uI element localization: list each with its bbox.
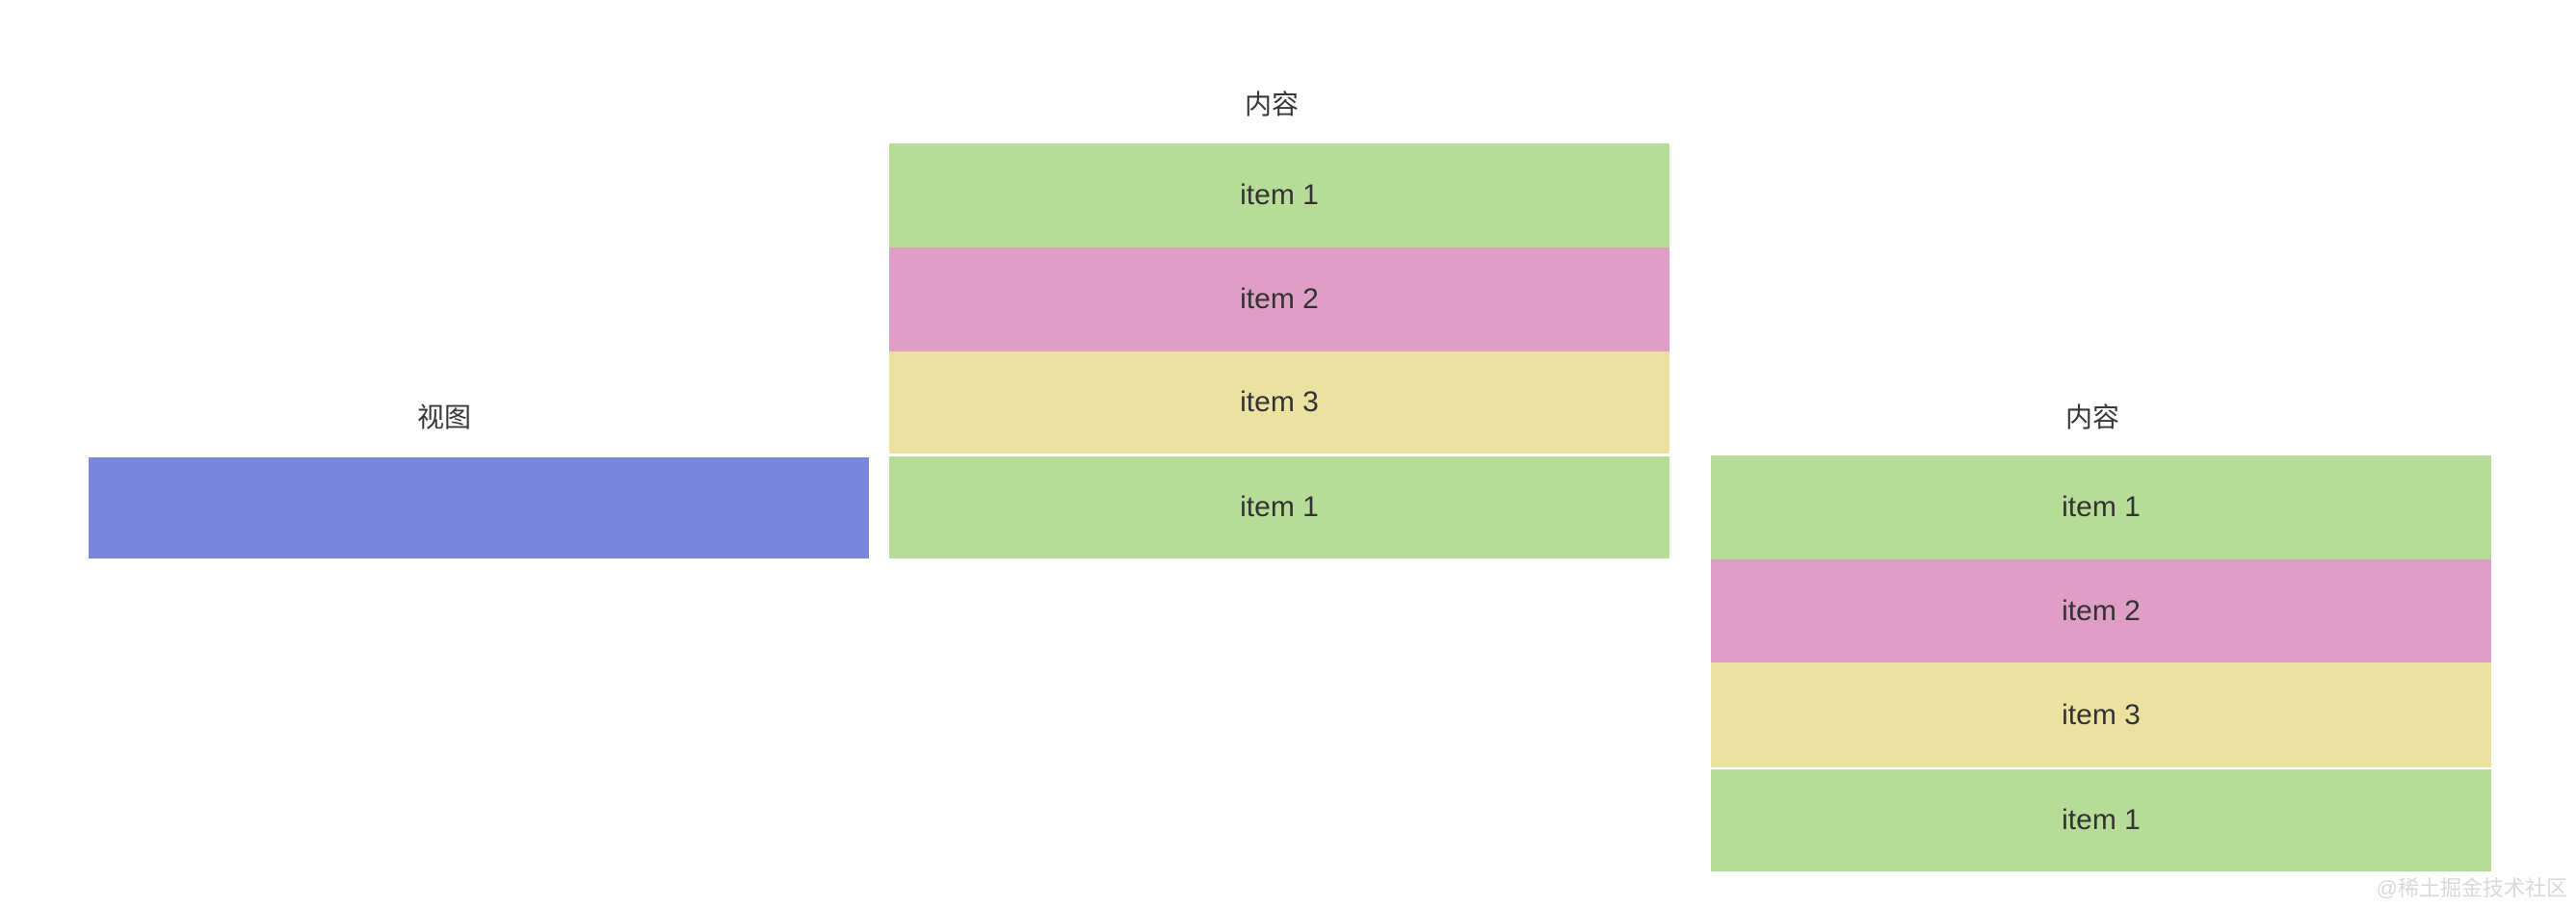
- watermark: @稀土掘金技术社区: [2376, 876, 2567, 900]
- content-section-2-title: 内容: [2064, 403, 2120, 432]
- content-item: item 3: [889, 351, 1669, 454]
- content-section-1-title: 内容: [1244, 90, 1300, 119]
- content-item-label: item 1: [1240, 491, 1319, 523]
- content-item-label: item 3: [1240, 386, 1319, 418]
- content-item: item 3: [1711, 662, 2491, 767]
- content-item: item 1: [1711, 455, 2491, 559]
- content-item: item 1: [889, 456, 1669, 558]
- content-item-label: item 1: [2062, 491, 2141, 523]
- content-item-label: item 1: [2062, 804, 2141, 836]
- content-item: item 2: [1711, 559, 2491, 662]
- viewport-box: [89, 457, 869, 558]
- view-section-title: 视图: [416, 403, 472, 432]
- content-item: item 1: [1711, 769, 2491, 871]
- content-item-label: item 3: [2062, 698, 2141, 731]
- content-item-label: item 2: [1240, 283, 1319, 315]
- content-item-label: item 2: [2062, 594, 2141, 627]
- content-item: item 1: [889, 143, 1669, 247]
- content-item: item 2: [889, 247, 1669, 351]
- content-item-label: item 1: [1240, 179, 1319, 211]
